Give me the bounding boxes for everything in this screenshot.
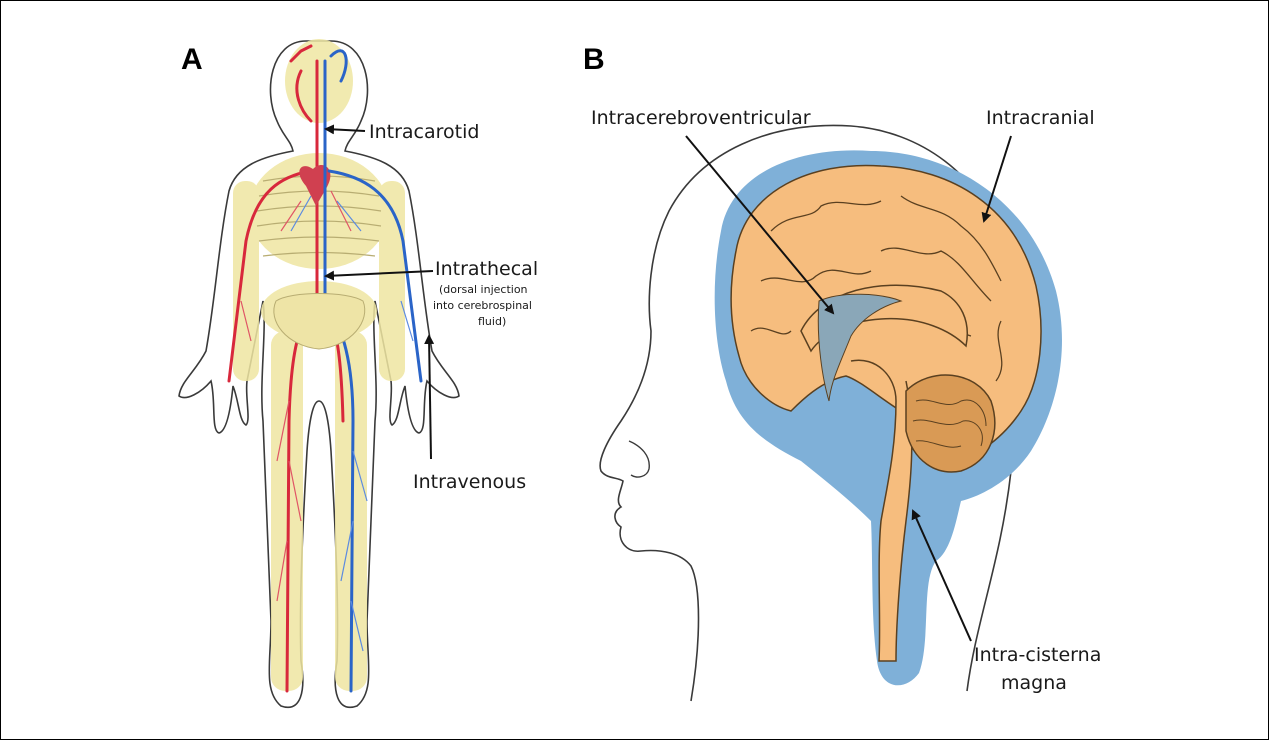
label-intrathecal-note-3: fluid) (478, 315, 506, 328)
panel-a: A (179, 39, 538, 707)
panel-b: B Intra (583, 43, 1101, 701)
label-intrathecal: Intrathecal (435, 258, 538, 280)
cerebellum (906, 375, 995, 472)
label-intra-cisterna-1: Intra-cisterna (974, 644, 1101, 666)
label-intracranial: Intracranial (986, 107, 1095, 129)
nostril-detail (629, 441, 649, 477)
label-intrathecal-note-1: (dorsal injection (439, 283, 528, 296)
intravenous-arrow (429, 336, 431, 459)
intracarotid-arrow (326, 129, 365, 131)
label-intra-cisterna-2: magna (1001, 672, 1067, 694)
label-intrathecal-note-2: into cerebrospinal (433, 299, 532, 312)
label-intracerebroventricular: Intracerebroventricular (591, 107, 811, 129)
panel-a-letter: A (181, 43, 203, 76)
label-intravenous: Intravenous (413, 471, 526, 493)
panel-b-letter: B (583, 43, 605, 76)
label-intracarotid: Intracarotid (369, 121, 479, 143)
